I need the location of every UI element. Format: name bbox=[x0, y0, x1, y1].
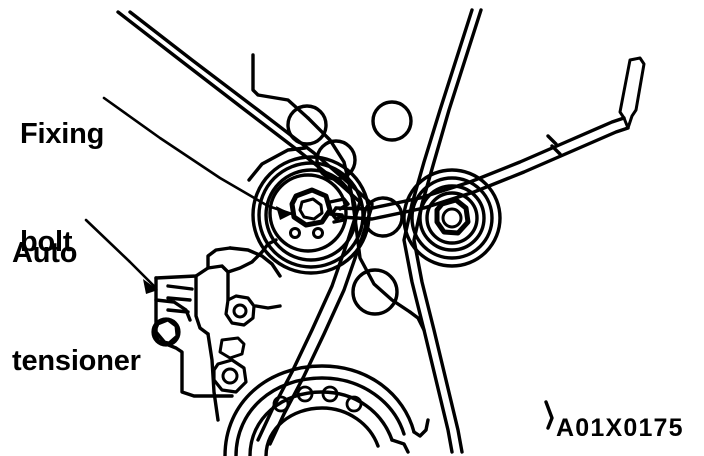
leader-lines bbox=[84, 96, 294, 290]
engine-case-bolt-holes bbox=[286, 100, 413, 316]
idler-pulley bbox=[402, 168, 502, 268]
callout-auto-tensioner: Auto tensioner bbox=[12, 163, 141, 451]
wrench-tool bbox=[330, 56, 646, 221]
figure-reference-code: A01X0175 bbox=[556, 414, 684, 442]
timing-belt-upper-right bbox=[402, 8, 483, 454]
diagram-linework bbox=[84, 8, 646, 456]
callout-auto-tensioner-line2: tensioner bbox=[12, 345, 141, 377]
callout-auto-tensioner-line1: Auto bbox=[12, 237, 78, 269]
crankshaft-sprocket bbox=[223, 364, 430, 456]
lower-bracket-fragment bbox=[390, 400, 554, 454]
callout-fixing-bolt-line1: Fixing bbox=[20, 118, 105, 150]
pulley-face-holes bbox=[289, 227, 324, 239]
callout-fixing-bolt: Fixing bolt bbox=[20, 44, 104, 332]
callout-fixing-bolt-line2: bolt bbox=[20, 226, 73, 258]
leader-arrowheads bbox=[143, 206, 292, 294]
tensioner-bracket-bolts bbox=[206, 294, 282, 422]
auto-tensioner-body bbox=[151, 238, 282, 398]
